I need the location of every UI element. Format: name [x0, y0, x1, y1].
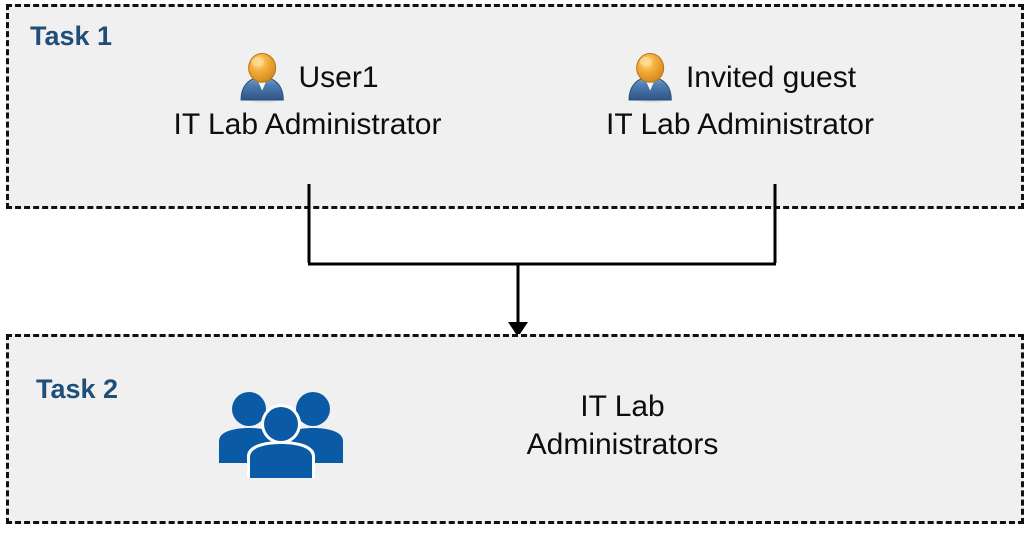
task-2-container	[6, 334, 1024, 524]
person-invited-guest-role: IT Lab Administrator	[606, 108, 874, 141]
person-user1-role: IT Lab Administrator	[173, 108, 442, 141]
person-user1-name: User1	[298, 61, 379, 94]
group-name-line-2: Administrators	[526, 427, 719, 461]
people-group-icon	[219, 392, 343, 478]
user-avatar-icon	[628, 53, 673, 104]
person-user1: User1 IT Lab Administrator	[130, 50, 485, 141]
person-invited-guest-name: Invited guest	[685, 61, 857, 94]
group-name-label: IT Lab Administrators	[400, 388, 845, 463]
group-name-line-1: IT Lab	[580, 390, 665, 423]
task-2-label: Task 2	[36, 374, 119, 404]
person-invited-guest: Invited guest IT Lab Administrator	[540, 50, 940, 141]
person-invited-guest-header: Invited guest	[540, 50, 940, 106]
task-1-container	[6, 4, 1024, 209]
user-avatar-icon	[241, 53, 285, 104]
person-user1-header: User1	[130, 50, 485, 106]
task-1-label: Task 1	[30, 21, 113, 51]
